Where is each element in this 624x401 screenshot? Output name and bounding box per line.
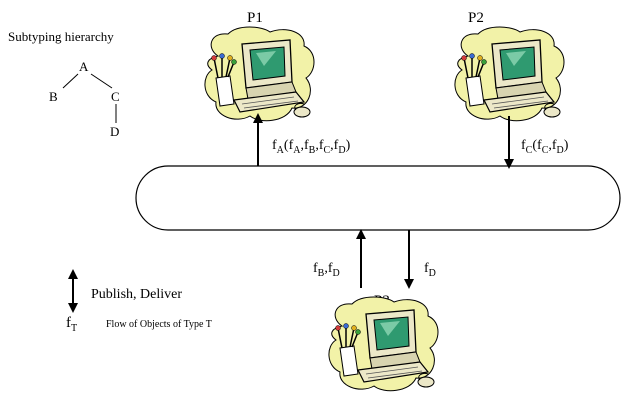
hierarchy-title: Subtyping hierarchy [8,29,114,44]
hierarchy-tree: A B C D [49,59,120,139]
process-p1-label: P1 [247,10,263,26]
p3-publish-label: fB,fD [313,261,340,279]
hierarchy-node-c: C [111,89,120,104]
p3-deliver-label: fD [424,261,436,279]
legend-publish-deliver: Publish, Deliver [91,287,182,302]
hierarchy-edge-a-c [90,73,113,89]
computer-p2-icon [454,26,565,122]
process-p2-label: P2 [468,10,484,26]
hierarchy-edge-a-b [62,73,79,89]
event-bus [135,165,621,231]
hierarchy-node-a: A [79,59,89,74]
hierarchy-node-b: B [49,89,58,104]
legend-flow-text: Flow of Objects of Type T [106,319,212,330]
p1-flow-label: fA(fA,fB,fC,fD) [272,138,351,156]
computer-p3-icon [328,296,439,392]
computer-p1-icon [204,26,315,122]
p2-flow-label: fC(fC,fD) [521,138,569,156]
legend-flow-symbol: fT [66,315,77,334]
hierarchy-node-d: D [110,124,119,139]
